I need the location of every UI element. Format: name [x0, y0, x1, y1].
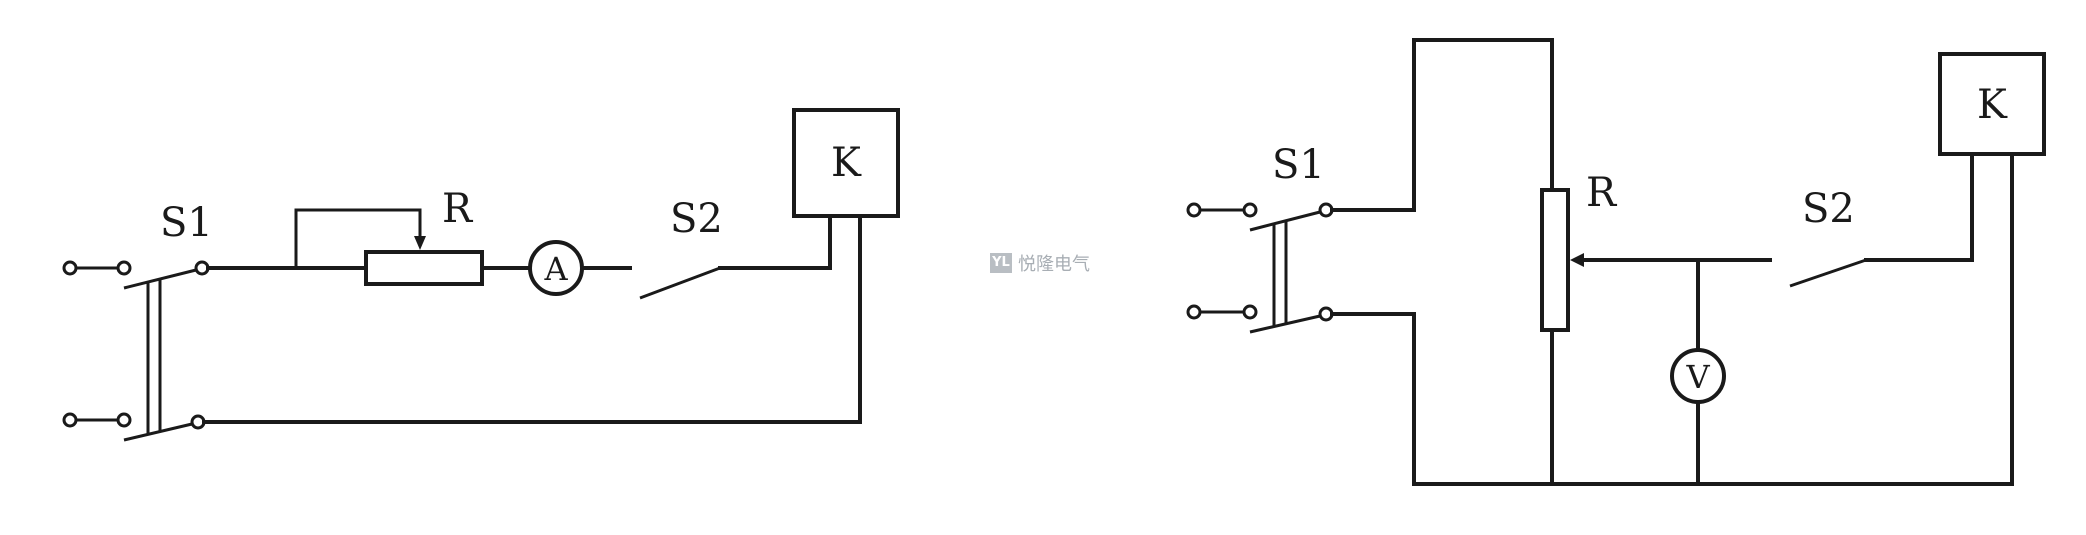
- circuit-b: S1 R V S2 K: [1186, 38, 2046, 486]
- ammeter-label: A: [543, 250, 568, 288]
- switch-s2-blade: [1789, 258, 1867, 288]
- switch-blade-bottom: [123, 422, 193, 442]
- terminal-s1b-top-mid: [1242, 202, 1258, 218]
- potentiometer-body: [1540, 188, 1570, 332]
- watermark: YL 悦隆电气: [990, 250, 1090, 276]
- terminal-s1b-top-left: [1186, 202, 1202, 218]
- switch-s2-blade: [639, 266, 721, 300]
- label-s1-b: S1: [1272, 142, 1325, 188]
- resistor-body: [364, 250, 484, 286]
- switch-s1-a: [62, 260, 210, 442]
- voltmeter-label: V: [1685, 358, 1710, 396]
- watermark-logo-icon: YL: [990, 253, 1012, 273]
- terminal-s1a-top-mid: [116, 260, 132, 276]
- label-r-a: R: [442, 186, 474, 232]
- voltmeter: V: [1670, 348, 1726, 404]
- label-s2-b: S2: [1802, 186, 1855, 232]
- switch-s2-b: [1789, 150, 1974, 288]
- terminal-s1a-top-left: [62, 260, 78, 276]
- potentiometer-b: [1540, 188, 1584, 486]
- switch-s2-a: [639, 216, 832, 300]
- wire-top-loop: [1330, 38, 1554, 212]
- circuit-a: S1 R A S2 K: [62, 108, 900, 442]
- label-k-a: K: [831, 140, 862, 186]
- label-s1-a: S1: [160, 200, 213, 246]
- wiper-arrow-icon: [1570, 253, 1584, 267]
- terminal-s1b-bot-mid: [1242, 304, 1258, 320]
- terminal-s1a-bot-mid: [116, 412, 132, 428]
- rheostat-a: [294, 208, 484, 286]
- label-r-b: R: [1586, 170, 1618, 216]
- wire-bottom-loop: [1330, 150, 2014, 486]
- slider-arrow-icon: [414, 236, 426, 250]
- switch-blade-bottom: [1249, 314, 1321, 334]
- watermark-text: 悦隆电气: [1018, 254, 1090, 275]
- ammeter: A: [528, 240, 584, 296]
- wire: [718, 216, 832, 270]
- device-k-a: [792, 108, 900, 218]
- label-k-b: K: [1977, 82, 2008, 128]
- wire-return: [202, 214, 862, 424]
- device-k-b: [1938, 52, 2046, 156]
- terminal-s1a-bot-left: [62, 412, 78, 428]
- terminal-s1b-bot-left: [1186, 304, 1202, 320]
- slider-bypass-wire: [294, 208, 422, 268]
- wire: [1864, 150, 1974, 262]
- label-s2-a: S2: [670, 196, 723, 242]
- switch-s1-b: [1186, 202, 1334, 334]
